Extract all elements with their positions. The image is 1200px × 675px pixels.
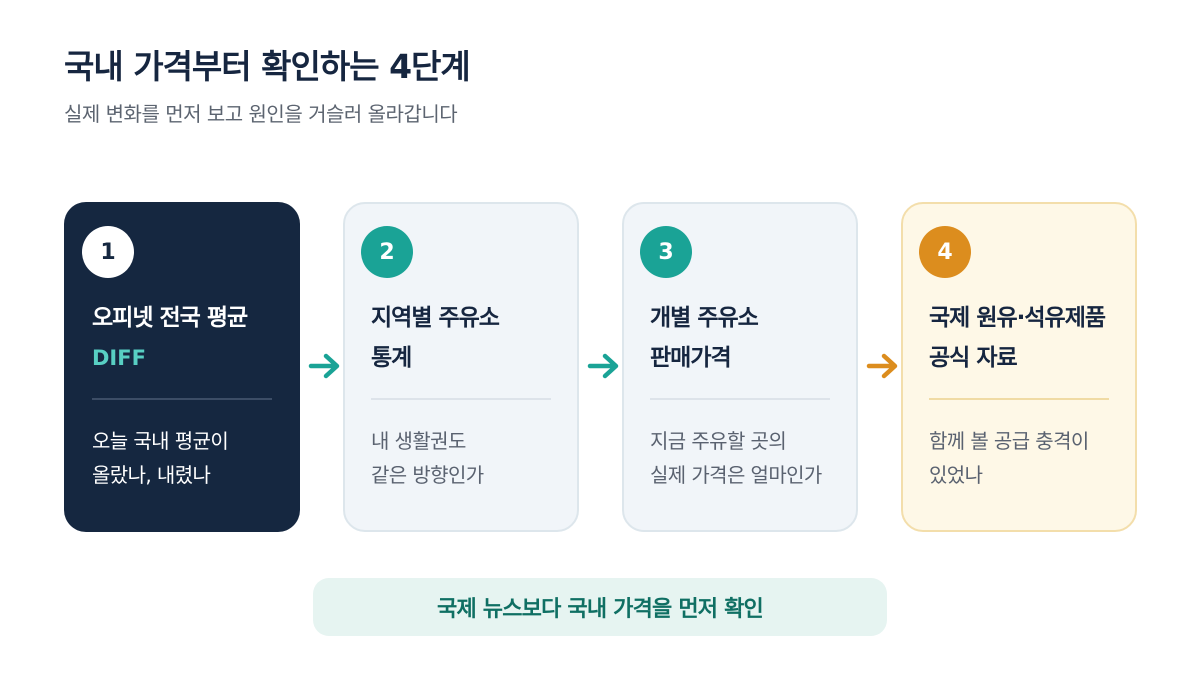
page-title: 국내 가격부터 확인하는 4단계 <box>64 47 471 86</box>
step-divider <box>371 398 551 400</box>
step-desc-line: 실제 가격은 얼마인가 <box>650 463 822 487</box>
page-subtitle: 실제 변화를 먼저 보고 원인을 거슬러 올라갑니다 <box>64 102 458 126</box>
step-desc-line: 올랐나, 내렸나 <box>92 463 211 487</box>
step-title: 오피넷 전국 평균 DIFF <box>92 298 292 378</box>
step-title-accent: DIFF <box>92 346 146 370</box>
step-desc-line: 내 생활권도 <box>371 429 466 453</box>
step-desc-line: 함께 볼 공급 충격이 <box>929 429 1089 453</box>
step-card-1: 1 오피넷 전국 평균 DIFF 오늘 국내 평균이 올랐나, 내렸나 <box>64 202 300 532</box>
step-title-line: 개별 주유소 <box>650 305 759 331</box>
step-description: 내 생활권도 같은 방향인가 <box>371 424 571 492</box>
step-title-line: 판매가격 <box>650 345 732 371</box>
step-title: 개별 주유소 판매가격 <box>650 298 850 378</box>
step-desc-line: 있었나 <box>929 463 983 487</box>
step-title-line: 오피넷 전국 평균 <box>92 305 248 331</box>
step-description: 지금 주유할 곳의 실제 가격은 얼마인가 <box>650 424 850 492</box>
step-description: 함께 볼 공급 충격이 있었나 <box>929 424 1129 492</box>
step-divider <box>929 398 1109 400</box>
step-desc-line: 같은 방향인가 <box>371 463 484 487</box>
step-title: 국제 원유·석유제품 공식 자료 <box>929 298 1129 378</box>
arrow-right-icon <box>308 353 340 379</box>
step-description: 오늘 국내 평균이 올랐나, 내렸나 <box>92 424 292 492</box>
arrow-right-icon <box>866 353 898 379</box>
step-title-line: 공식 자료 <box>929 345 1018 371</box>
step-card-3: 3 개별 주유소 판매가격 지금 주유할 곳의 실제 가격은 얼마인가 <box>622 202 858 532</box>
step-card-2: 2 지역별 주유소 통계 내 생활권도 같은 방향인가 <box>343 202 579 532</box>
step-card-4: 4 국제 원유·석유제품 공식 자료 함께 볼 공급 충격이 있었나 <box>901 202 1137 532</box>
step-desc-line: 오늘 국내 평균이 <box>92 429 229 453</box>
arrow-right-icon <box>587 353 619 379</box>
step-title-line: 통계 <box>371 345 412 371</box>
step-title-line: 지역별 주유소 <box>371 305 500 331</box>
step-title: 지역별 주유소 통계 <box>371 298 571 378</box>
step-divider <box>92 398 272 400</box>
step-number-badge: 4 <box>919 226 971 278</box>
summary-banner: 국제 뉴스보다 국내 가격을 먼저 확인 <box>313 578 887 636</box>
step-desc-line: 지금 주유할 곳의 <box>650 429 787 453</box>
step-title-line: 국제 원유·석유제품 <box>929 305 1106 331</box>
step-divider <box>650 398 830 400</box>
step-number-badge: 1 <box>82 226 134 278</box>
step-number-badge: 3 <box>640 226 692 278</box>
step-number-badge: 2 <box>361 226 413 278</box>
